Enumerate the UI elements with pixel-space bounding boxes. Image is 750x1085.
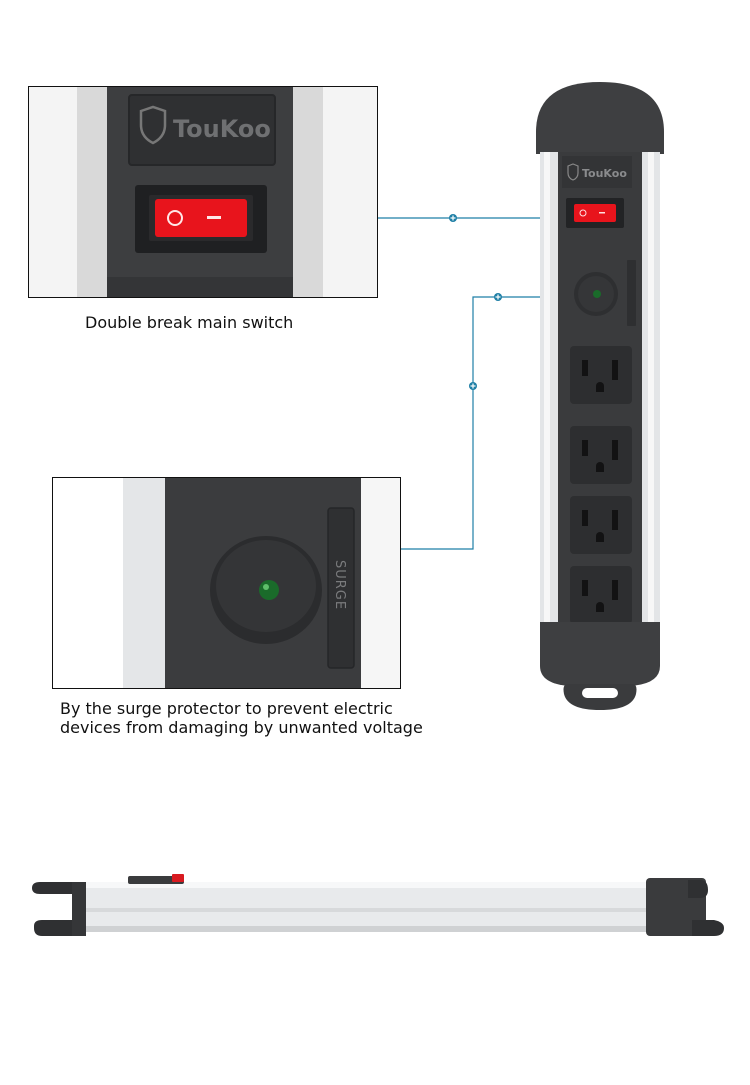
surge-closeup-image: SURGE — [53, 478, 400, 688]
left-end-cap — [72, 882, 86, 936]
brand-logo-text: TouKoo — [173, 115, 271, 143]
outlet-3 — [570, 496, 632, 554]
brand-logo-small: TouKoo — [582, 167, 627, 180]
outlet-4 — [570, 566, 632, 624]
power-switch — [574, 204, 616, 222]
surge-caption-line2: devices from damaging by unwanted voltag… — [60, 718, 423, 737]
power-strip-product-image: TouKoo — [536, 82, 664, 710]
surge-callout-line — [401, 296, 542, 550]
outlet-1 — [570, 346, 632, 404]
power-strip-side-view-image — [32, 874, 724, 936]
switch-caption: Double break main switch — [85, 313, 294, 332]
surge-indicator-led — [593, 290, 601, 298]
surge-detail-panel: SURGE — [52, 477, 401, 689]
switch-closeup-image: TouKoo — [29, 87, 377, 297]
shield-logo-icon — [139, 105, 167, 145]
surge-label: SURGE — [332, 560, 347, 610]
outlet-2 — [570, 426, 632, 484]
switch-detail-panel: TouKoo — [28, 86, 378, 298]
power-switch-closeup — [155, 199, 247, 237]
top-end-cap — [536, 82, 664, 154]
surge-caption-line1: By the surge protector to prevent electr… — [60, 699, 393, 718]
bottom-end-cap — [540, 622, 660, 686]
